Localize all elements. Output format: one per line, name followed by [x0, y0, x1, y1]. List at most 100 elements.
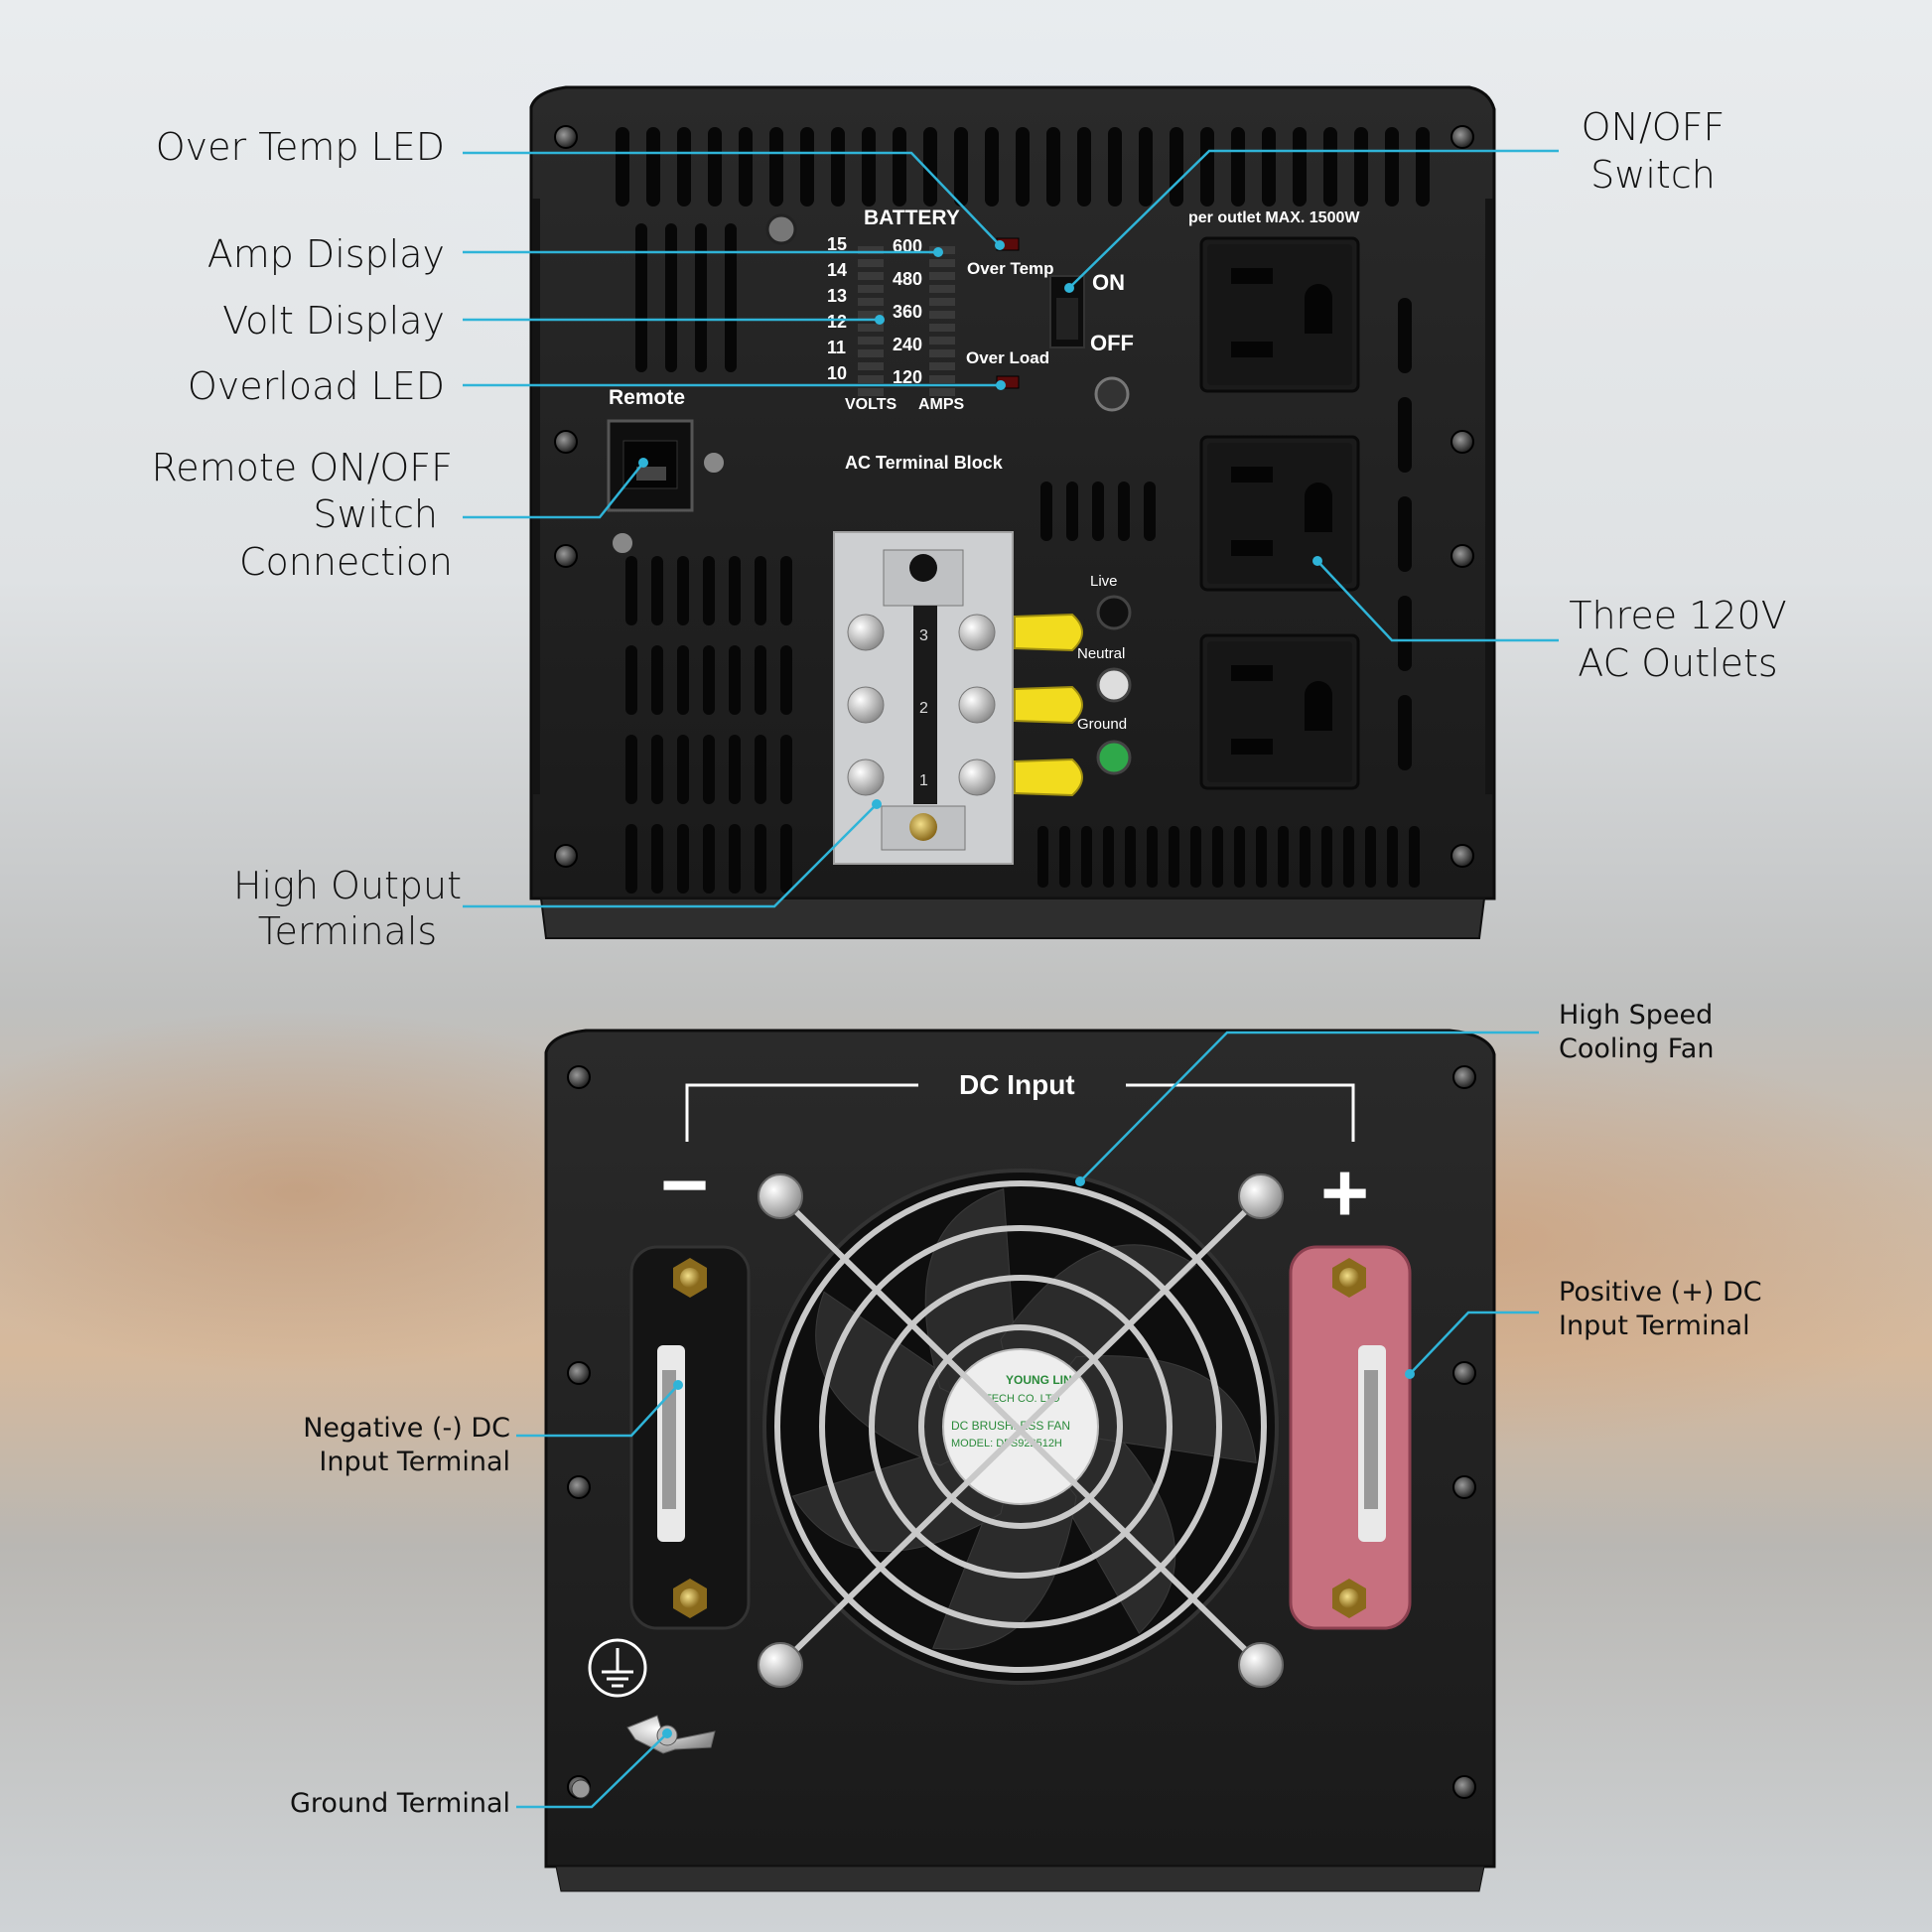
- vent-slot: [800, 127, 814, 207]
- vent-slot: [1169, 826, 1179, 888]
- fan-text-brand: YOUNG LIN: [1006, 1373, 1072, 1387]
- screw-icon: [1452, 1775, 1476, 1799]
- vent-slot: [1398, 298, 1412, 373]
- vent-slot: [1147, 826, 1158, 888]
- callout-fan-line1: High Speed: [1559, 1000, 1714, 1031]
- vent-slot: [1125, 826, 1136, 888]
- vent-slot: [651, 645, 663, 715]
- vent-slot: [1321, 826, 1332, 888]
- amp-led-segment: [929, 311, 955, 319]
- callout-ground-terminal: Ground Terminal: [290, 1788, 510, 1819]
- ac-outlet[interactable]: [1199, 633, 1360, 790]
- screw-icon: [1450, 844, 1474, 868]
- callout-high-output-line2: Terminals: [257, 909, 438, 953]
- ac-outlet[interactable]: [1199, 435, 1360, 592]
- battery-title: BATTERY: [864, 207, 960, 229]
- vent-slot: [677, 824, 689, 894]
- screw-icon: [554, 430, 578, 454]
- vent-slot: [1108, 127, 1122, 207]
- vent-slot: [1190, 826, 1201, 888]
- power-switch[interactable]: [1049, 275, 1085, 348]
- volts-scale-label: 10: [827, 363, 847, 383]
- fan-mount-screw-icon: [1238, 1642, 1284, 1688]
- leader-dots: [638, 240, 1415, 1738]
- screw-icon: [1450, 125, 1474, 149]
- amp-led-segment: [929, 285, 955, 293]
- vent-slot: [708, 127, 722, 207]
- vent-slot: [769, 127, 783, 207]
- remote-text: Remote: [609, 386, 685, 409]
- amps-scale-label: 360: [893, 302, 922, 322]
- output-terminal[interactable]: 2: [847, 685, 1083, 725]
- vent-slot: [1256, 826, 1267, 888]
- screw-icon: [567, 1361, 591, 1385]
- vent-slot: [1262, 127, 1276, 207]
- vent-slot: [1231, 127, 1245, 207]
- vent-slot: [755, 824, 766, 894]
- vent-slot: [1343, 826, 1354, 888]
- positive-dc-terminal[interactable]: [1289, 1245, 1412, 1630]
- terminal-number: 1: [919, 772, 928, 789]
- wire-neutral-text: Neutral: [1077, 645, 1125, 662]
- callout-positive-line2: Input Terminal: [1559, 1311, 1750, 1341]
- amp-led-segment: [929, 259, 955, 267]
- volt-led-segment: [858, 272, 884, 280]
- vent-slot: [1066, 482, 1078, 541]
- volts-label: VOLTS: [845, 396, 897, 413]
- switch-on-text: ON: [1092, 270, 1125, 295]
- fan-text-company: TECH CO. LTD: [985, 1393, 1060, 1405]
- callout-on-off-line1: ON/OFF: [1581, 105, 1725, 149]
- amp-led-segment: [929, 349, 955, 357]
- amps-scale-label: 240: [893, 335, 922, 354]
- vent-slot: [729, 556, 741, 625]
- vent-slot: [1234, 826, 1245, 888]
- guard-ring: [819, 1225, 1222, 1628]
- callout-remote-line1: Remote ON/OFF: [151, 446, 453, 489]
- vent-slot: [625, 556, 637, 625]
- yellow-wire-connector: [1014, 685, 1083, 725]
- fan-mount-screw-icon: [758, 1642, 803, 1688]
- vent-slot: [1278, 826, 1289, 888]
- vent-slot: [729, 645, 741, 715]
- callout-negative-line1: Negative (-) DC: [303, 1413, 510, 1444]
- front-panel-screws: [554, 125, 1474, 868]
- volts-scale-label: 14: [827, 260, 847, 280]
- output-terminal[interactable]: 1: [847, 758, 1083, 797]
- vent-slot: [1416, 127, 1430, 207]
- minus-sign: −: [660, 1138, 709, 1231]
- guard-ring: [774, 1180, 1267, 1673]
- output-terminal[interactable]: 3: [847, 613, 1083, 652]
- remote-jack[interactable]: [607, 419, 694, 512]
- vent-slot: [1398, 496, 1412, 572]
- rear-panel-screws: [567, 1065, 1476, 1799]
- vent-slot: [1139, 127, 1153, 207]
- negative-dc-terminal[interactable]: [629, 1245, 751, 1630]
- guard-ring: [869, 1275, 1173, 1579]
- reset-button[interactable]: [1094, 376, 1130, 412]
- vent-slot: [677, 127, 691, 207]
- vent-slot: [703, 556, 715, 625]
- callout-remote-line3: Connection: [238, 540, 453, 584]
- vent-slot: [625, 824, 637, 894]
- ground-wing-nut[interactable]: [626, 1715, 716, 1754]
- vent-slot: [1046, 127, 1060, 207]
- vent-slot: [755, 645, 766, 715]
- callout-high-output-line1: High Output: [232, 864, 463, 907]
- vent-slot: [665, 223, 677, 372]
- volt-led-segment: [858, 324, 884, 332]
- ac-outlet[interactable]: [1199, 236, 1360, 393]
- yellow-wire-connector: [1014, 613, 1083, 652]
- callout-negative-line2: Input Terminal: [319, 1447, 510, 1477]
- outlet-rating-text: per outlet MAX. 1500W: [1188, 209, 1360, 226]
- vent-slot: [1398, 397, 1412, 473]
- volts-scale-label: 11: [827, 338, 846, 357]
- vent-slot: [1170, 127, 1183, 207]
- cooling-fan: YOUNG LIN TECH CO. LTD DC BRUSHLESS FAN …: [758, 1169, 1284, 1688]
- amp-led-segment: [929, 375, 955, 383]
- plus-sign: +: [1320, 1146, 1369, 1239]
- fan-text-type: DC BRUSHLESS FAN: [951, 1419, 1070, 1433]
- amp-led-segment: [929, 337, 955, 345]
- vent-slot: [1144, 482, 1156, 541]
- vent-slot: [635, 223, 647, 372]
